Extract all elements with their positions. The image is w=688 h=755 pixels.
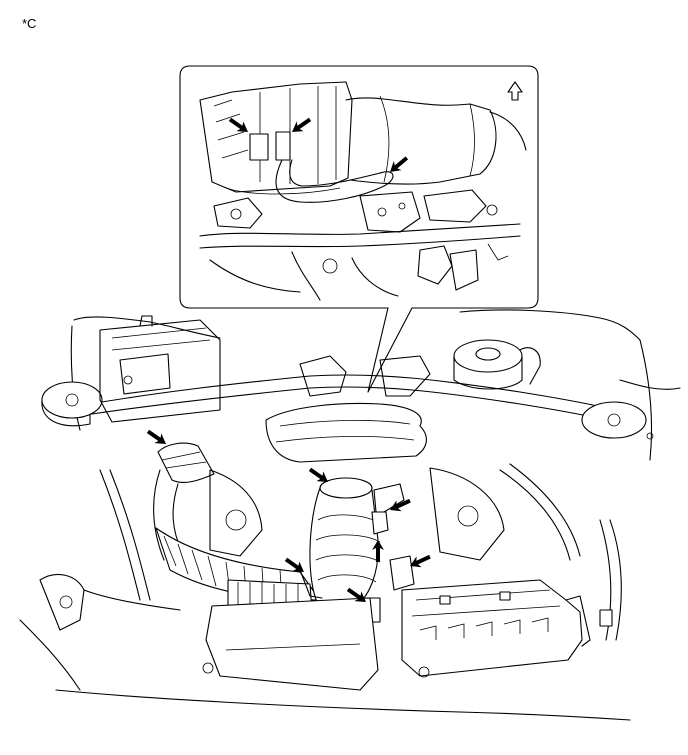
up-outline-arrow-icon [507,81,523,101]
pointer-arrow-icon [146,429,166,444]
pointer-arrow-icon [372,540,384,562]
pointer-arrow-icon [228,117,248,132]
callout-detail-drawing [199,81,527,301]
detail-callout [179,65,539,393]
figure-label: *C [22,16,37,31]
engine-bay-drawing [19,309,681,721]
pointer-arrow-icon [390,156,409,172]
pointer-arrow-icon [292,117,312,132]
pointer-arrow-icon [308,467,328,482]
pointer-arrow-icon [284,557,304,572]
pointer-arrow-icon [410,554,431,568]
pointer-arrow-icon [346,587,366,602]
pointer-arrow-icon [390,498,411,512]
